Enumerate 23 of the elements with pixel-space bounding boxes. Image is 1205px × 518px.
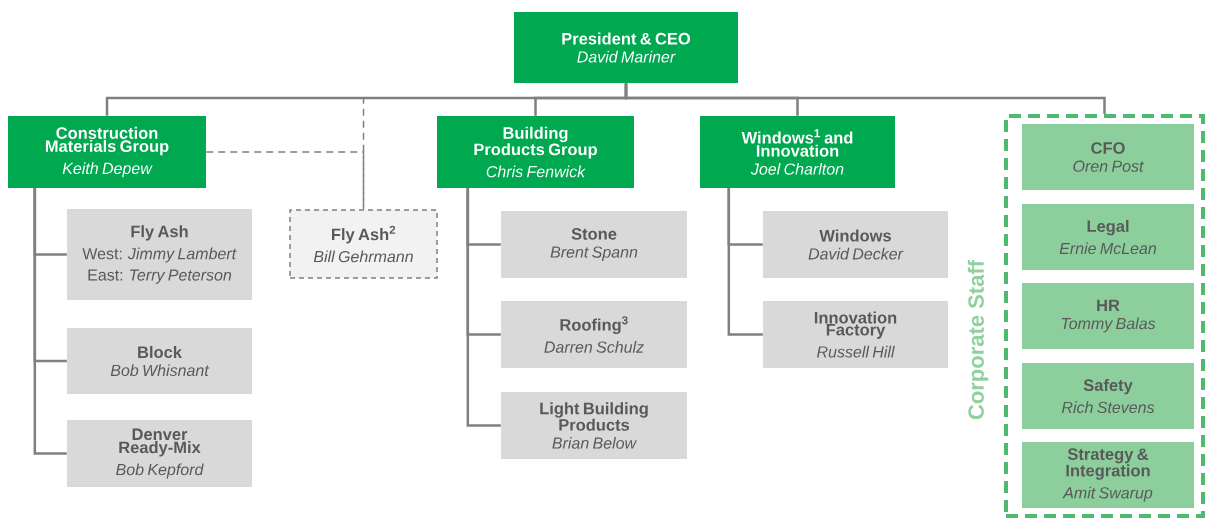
title-box: Building Products Group Chris Fenwick xyxy=(437,116,634,188)
staff-box: Legal Ernie McLean xyxy=(1022,204,1194,270)
title-box: Windows$^{1}$ and Innovation Joel Charlton xyxy=(700,116,895,188)
unit-box: Fly Ash West: Jimmy Lambert East: Terry Peterson xyxy=(67,209,252,300)
staff-box: CFO Oren Post xyxy=(1022,124,1194,190)
title-box: President & CEO David Mariner xyxy=(514,12,738,83)
unit-box: Denver Ready-Mix Bob Kepford xyxy=(67,420,252,487)
unit-box: Roofing$^{3}$ Darren Schulz xyxy=(501,301,687,368)
unit-box: Windows David Decker xyxy=(763,211,948,278)
staff-box: Safety Rich Stevens xyxy=(1022,363,1194,429)
unit-box: Block Bob Whisnant xyxy=(67,328,252,394)
title-box: Construction Materials Group Keith Depew xyxy=(8,116,206,188)
connector-line xyxy=(33,188,67,455)
group-label: Corporate Staff xyxy=(967,259,989,420)
unit-box: Light Building Products Brian Below xyxy=(501,392,687,459)
dashed-unit-box: Fly Ash$^{2}$ Bill Gehrmann xyxy=(289,209,438,279)
staff-box: HR Tommy Balas xyxy=(1022,283,1194,349)
connector-line xyxy=(624,83,1106,114)
connector-line xyxy=(466,188,501,427)
unit-box: Innovation Factory Russell Hill xyxy=(763,301,948,368)
connector-line xyxy=(727,188,763,336)
staff-box: Strategy & Integration Amit Swarup xyxy=(1022,442,1194,508)
unit-box: Stone Brent Spann xyxy=(501,211,687,278)
